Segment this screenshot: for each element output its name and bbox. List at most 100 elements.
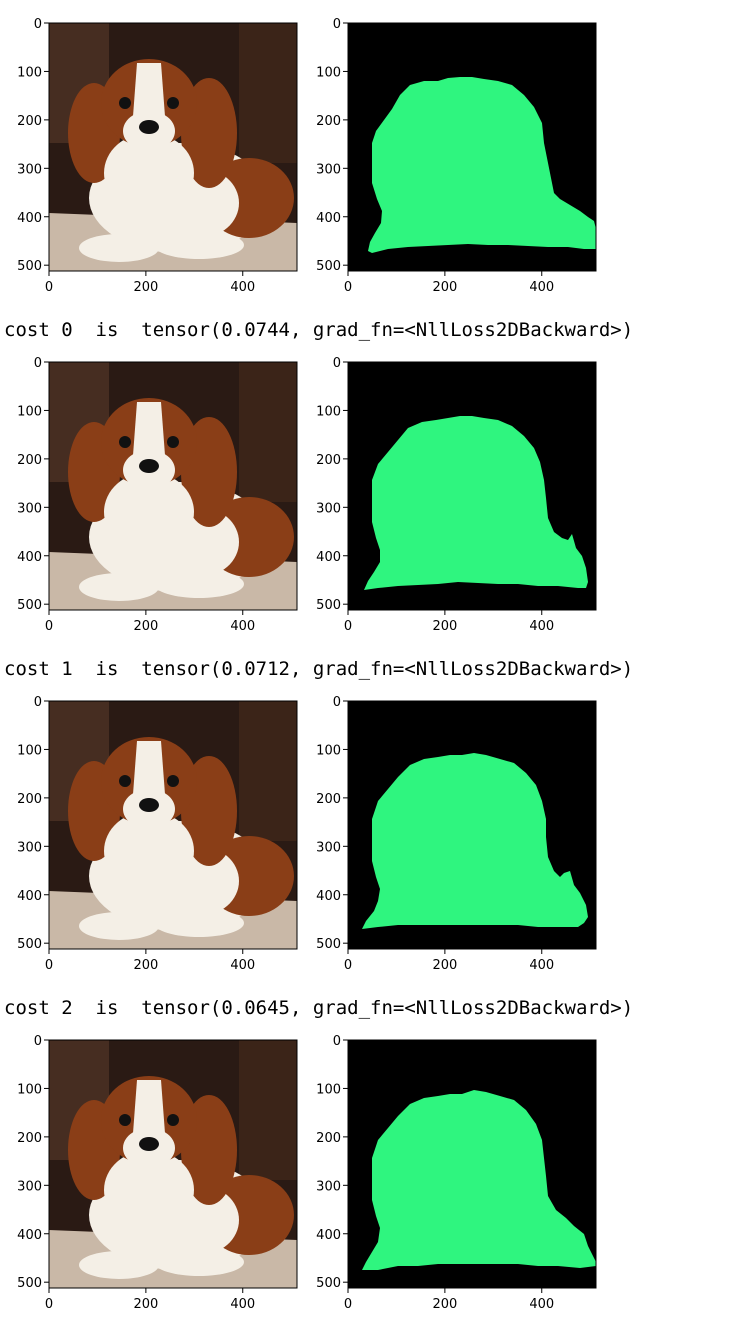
right-xtick-label: 0: [344, 958, 352, 973]
left-ytick-label: 100: [17, 65, 42, 80]
right-xtick-label: 200: [432, 619, 457, 634]
left-ytick-label: 200: [17, 1131, 42, 1146]
left-ytick-label: 0: [34, 17, 42, 32]
left-axes-frame: [48, 361, 298, 611]
right-xtick-label: 400: [529, 619, 554, 634]
right-xtick-label: 200: [432, 1297, 457, 1312]
left-ytick-label: 500: [17, 259, 42, 274]
left-ytick-label: 0: [34, 356, 42, 371]
left-xtick-label: 0: [45, 619, 53, 634]
left-ytick-label: 0: [34, 1034, 42, 1049]
right-xtick-label: 400: [529, 1297, 554, 1312]
mask-foreground-region: [368, 77, 596, 253]
right-xtick-label: 200: [432, 280, 457, 295]
right-ytick-label: 400: [316, 550, 341, 565]
left-ytick-label: 500: [17, 937, 42, 952]
dog-photo-icon: [49, 23, 297, 271]
left-xtick-label: 400: [230, 619, 255, 634]
right-axes-frame: [347, 22, 597, 272]
right-ytick-label: 300: [316, 840, 341, 855]
right-ytick-label: 200: [316, 792, 341, 807]
right-xtick-label: 0: [344, 280, 352, 295]
left-ytick-label: 400: [17, 889, 42, 904]
left-ytick-label: 300: [17, 1179, 42, 1194]
left-ytick-label: 500: [17, 1276, 42, 1291]
right-xtick-label: 0: [344, 619, 352, 634]
dog-photo-icon: [49, 1040, 297, 1288]
right-ytick-label: 200: [316, 114, 341, 129]
right-ytick-label: 0: [333, 695, 341, 710]
right-ytick-label: 100: [316, 404, 341, 419]
right-axes-frame: [347, 700, 597, 950]
right-xtick-label: 400: [529, 280, 554, 295]
right-ytick-label: 0: [333, 17, 341, 32]
left-ytick-label: 400: [17, 550, 42, 565]
left-xtick-label: 200: [133, 619, 158, 634]
right-ytick-label: 500: [316, 937, 341, 952]
left-ytick-label: 100: [17, 1082, 42, 1097]
cost-output-2: cost 2 is tensor(0.0645, grad_fn=<NllLos…: [4, 997, 634, 1019]
left-ytick-label: 100: [17, 404, 42, 419]
left-xtick-label: 200: [133, 958, 158, 973]
right-ytick-label: 300: [316, 501, 341, 516]
right-ytick-label: 200: [316, 1131, 341, 1146]
left-ytick-label: 100: [17, 743, 42, 758]
left-xtick-label: 400: [230, 280, 255, 295]
left-xtick-label: 0: [45, 1297, 53, 1312]
left-xtick-label: 0: [45, 958, 53, 973]
left-ytick-label: 400: [17, 1228, 42, 1243]
right-ytick-label: 500: [316, 598, 341, 613]
left-ytick-label: 300: [17, 840, 42, 855]
dog-photo-icon: [49, 362, 297, 610]
right-xtick-label: 200: [432, 958, 457, 973]
left-ytick-label: 200: [17, 114, 42, 129]
mask-foreground-region: [362, 753, 588, 929]
left-axes-frame: [48, 700, 298, 950]
left-xtick-label: 400: [230, 1297, 255, 1312]
left-ytick-label: 400: [17, 211, 42, 226]
right-ytick-label: 400: [316, 211, 341, 226]
segmentation-mask-icon: [348, 23, 596, 271]
mask-foreground-region: [362, 1090, 596, 1270]
left-xtick-label: 200: [133, 280, 158, 295]
right-ytick-label: 400: [316, 889, 341, 904]
segmentation-mask-icon: [348, 701, 596, 949]
left-ytick-label: 300: [17, 501, 42, 516]
left-xtick-label: 0: [45, 280, 53, 295]
right-ytick-label: 300: [316, 162, 341, 177]
right-ytick-label: 500: [316, 1276, 341, 1291]
right-ytick-label: 100: [316, 743, 341, 758]
left-ytick-label: 500: [17, 598, 42, 613]
right-ytick-label: 300: [316, 1179, 341, 1194]
left-ytick-label: 200: [17, 792, 42, 807]
cost-output-0: cost 0 is tensor(0.0744, grad_fn=<NllLos…: [4, 319, 634, 341]
segmentation-mask-icon: [348, 1040, 596, 1288]
right-ytick-label: 0: [333, 356, 341, 371]
dog-photo-icon: [49, 701, 297, 949]
right-ytick-label: 200: [316, 453, 341, 468]
left-axes-frame: [48, 1039, 298, 1289]
right-ytick-label: 500: [316, 259, 341, 274]
mask-foreground-region: [364, 416, 588, 590]
right-axes-frame: [347, 1039, 597, 1289]
left-ytick-label: 300: [17, 162, 42, 177]
left-ytick-label: 200: [17, 453, 42, 468]
right-axes-frame: [347, 361, 597, 611]
cost-output-1: cost 1 is tensor(0.0712, grad_fn=<NllLos…: [4, 658, 634, 680]
right-ytick-label: 0: [333, 1034, 341, 1049]
right-ytick-label: 100: [316, 65, 341, 80]
right-xtick-label: 0: [344, 1297, 352, 1312]
left-xtick-label: 400: [230, 958, 255, 973]
left-ytick-label: 0: [34, 695, 42, 710]
left-axes-frame: [48, 22, 298, 272]
right-ytick-label: 400: [316, 1228, 341, 1243]
left-xtick-label: 200: [133, 1297, 158, 1312]
right-ytick-label: 100: [316, 1082, 341, 1097]
right-xtick-label: 400: [529, 958, 554, 973]
segmentation-mask-icon: [348, 362, 596, 610]
